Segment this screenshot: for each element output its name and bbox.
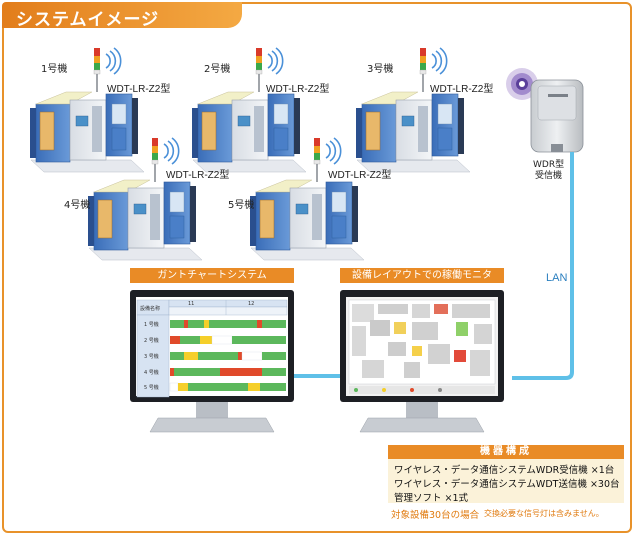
layout-section-title: 設備レイアウトでの稼働モニタ [340,268,504,283]
gantt-header-label: 設備名称 [140,305,160,312]
gantt-row-5-label: 5 号機 [144,384,159,391]
machine-4-model: WDT-LR-Z2型 [166,170,230,181]
config-note-sub: 交換必要な信号灯は含みません。 [484,509,604,518]
machine-2-model: WDT-LR-Z2型 [266,84,330,95]
layout-map [348,299,496,394]
machine-1-unit [29,91,145,173]
config-item-transmitter: ワイヤレス・データ通信システムWDT送信機 ×30台 [394,479,620,490]
receiver-label: WDR型 受信機 [533,160,564,182]
lan-label: LAN [546,272,568,284]
gantt-chart: 設備名称 11 12 1 号機 2 号機 3 号機 4 号機 5 号機 [136,299,288,398]
config-note-main: 対象設備30台の場合 [391,510,480,521]
gantt-section-title: ガントチャートシステム [130,268,294,283]
gantt-day-12: 12 [248,301,254,307]
gantt-row-1-label: 1 号機 [144,321,159,328]
title-banner: システムイメージ [2,2,242,30]
gantt-row-4-label: 4 号機 [144,369,159,376]
machine-4-unit [87,179,203,261]
machine-5-unit [249,179,365,261]
machine-5-label: 5号機 [228,200,255,211]
machine-2-unit [191,91,307,173]
receiver-label-line1: WDR型 [533,160,565,170]
gantt-row-2-label: 2 号機 [144,337,159,344]
machine-2-label: 2号機 [204,64,231,75]
config-item-receiver: ワイヤレス・データ通信システムWDR受信機 ×1台 [394,465,615,476]
receiver-unit [506,68,584,153]
machine-4-label: 4号機 [64,200,91,211]
page-title: システムイメージ [16,10,160,30]
machine-3-model: WDT-LR-Z2型 [430,84,494,95]
machine-5-model: WDT-LR-Z2型 [328,170,392,181]
config-title: 機器構成 [388,445,624,459]
machine-1-model: WDT-LR-Z2型 [107,84,171,95]
machine-3-unit [355,91,471,173]
gantt-day-11: 11 [188,301,194,307]
receiver-label-line2: 受信機 [535,171,563,181]
machine-1-label: 1号機 [41,64,68,75]
machine-3-label: 3号機 [367,64,394,75]
config-item-software: 管理ソフト ×1式 [394,493,469,504]
gantt-row-3-label: 3 号機 [144,353,159,360]
lan-cable [512,152,574,380]
